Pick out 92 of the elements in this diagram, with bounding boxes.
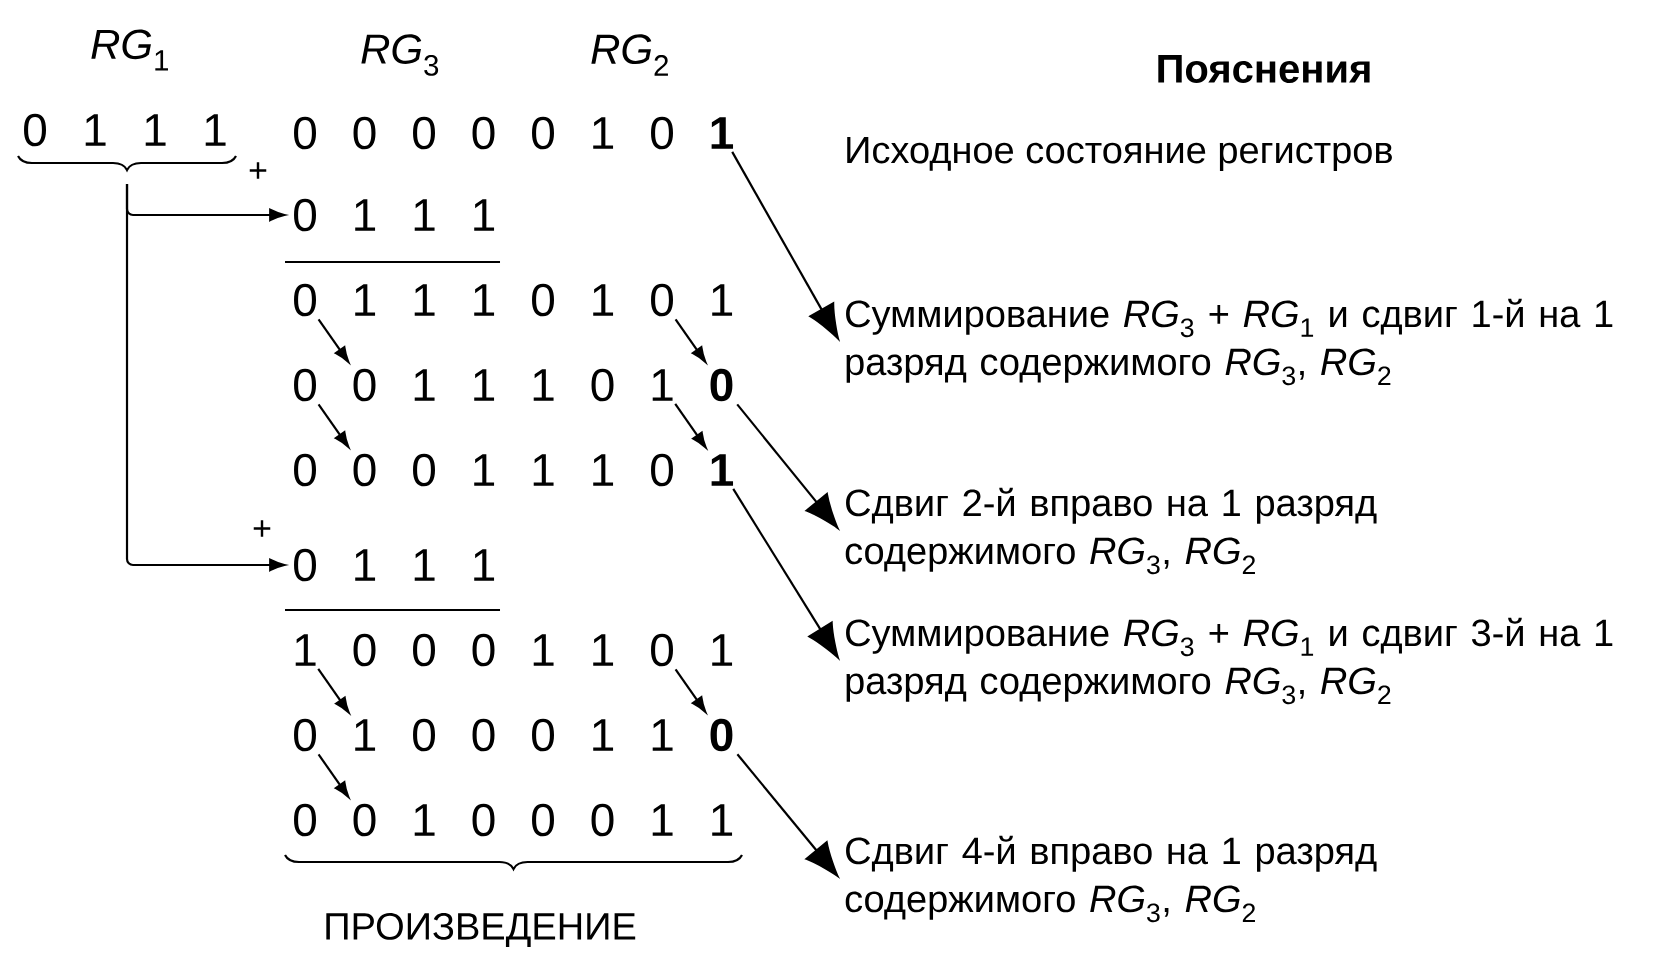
arrow (317, 753, 350, 798)
digit: 0 (532, 718, 554, 752)
explanation-text: Сдвиг 4-й вправо на 1 разряд содержимого RG$_{3}$, RG$_{2}$ (845, 835, 1377, 923)
digit: 1 (355, 719, 376, 751)
arrow (674, 403, 707, 449)
digit: 0 (710, 368, 733, 402)
digit: 1 (414, 549, 435, 581)
arrow (736, 403, 839, 529)
arrow (732, 488, 839, 659)
digit: 0 (591, 803, 614, 837)
digit: 1 (593, 634, 614, 666)
digit: 0 (651, 283, 673, 317)
digit: 0 (294, 116, 316, 150)
digit: 1 (652, 369, 673, 401)
digit: 0 (651, 633, 673, 667)
digit: 0 (413, 453, 435, 487)
digit: 1 (593, 454, 614, 486)
digit: 1 (711, 454, 734, 486)
digit: 1 (593, 719, 614, 751)
digit: 1 (474, 284, 495, 316)
digit: 0 (294, 453, 316, 487)
heading: Пояснения (1158, 55, 1370, 83)
label-text: RG$_{2}$ (591, 34, 668, 76)
digit: 1 (712, 284, 733, 316)
digit: 0 (294, 718, 316, 752)
digit: 0 (413, 116, 435, 150)
digit: 1 (355, 199, 376, 231)
digit: 0 (353, 453, 376, 487)
digit: 0 (294, 548, 316, 582)
digit: 0 (353, 633, 376, 667)
arrow (317, 403, 350, 448)
digit: 0 (294, 803, 316, 837)
digit: 1 (533, 454, 554, 486)
digit: 0 (472, 116, 495, 150)
digit: 1 (712, 804, 733, 836)
digit: 1 (593, 117, 614, 149)
digit: 1 (474, 369, 495, 401)
digit: 1 (355, 284, 376, 316)
digit: 0 (413, 718, 435, 752)
arrow (317, 318, 350, 363)
digit: 1 (652, 804, 673, 836)
label-text: Исходное состояние регистров (847, 137, 1392, 171)
digit: 1 (205, 114, 226, 146)
label-text: + (253, 520, 271, 537)
digit: 0 (353, 368, 376, 402)
digit: 1 (712, 634, 733, 666)
digit: 0 (294, 198, 316, 232)
label-text: + (249, 162, 267, 179)
digit: 1 (414, 804, 435, 836)
digit: 1 (474, 549, 495, 581)
arrow (674, 668, 707, 713)
digit: 1 (711, 117, 734, 149)
arrow (736, 753, 839, 877)
digit: 0 (651, 453, 673, 487)
arrow (674, 318, 707, 363)
explanation-text: Суммирование RG$_{3}$ + RG$_{1}$ и сдвиг 3-й на 1 разряд содержимого RG$_{3}$, RG$_{2}$ (846, 617, 1613, 705)
digit: 1 (533, 634, 554, 666)
digit: 1 (652, 719, 673, 751)
digit: 0 (532, 116, 554, 150)
digit: 1 (414, 284, 435, 316)
digit: 0 (294, 283, 316, 317)
arrow (317, 668, 350, 714)
arrow (731, 151, 839, 340)
digit: 1 (145, 114, 166, 146)
digit: 0 (532, 283, 554, 317)
label-text: RG$_{3}$ (361, 34, 439, 76)
explanation-text: Сдвиг 2-й вправо на 1 разряд содержимого RG$_{3}$, RG$_{2}$ (845, 487, 1377, 575)
digit: 0 (413, 633, 435, 667)
explanation-text: Суммирование RG$_{3}$ + RG$_{1}$ и сдвиг 1-й на 1 разряд содержимого RG$_{3}$, RG$_{2}$ (846, 298, 1613, 386)
digit: 1 (593, 284, 614, 316)
digit: 0 (472, 718, 495, 752)
digit: 1 (414, 199, 435, 231)
arrow (125, 184, 286, 572)
digit: 0 (353, 803, 376, 837)
digit: 0 (591, 368, 614, 402)
digit: 0 (651, 116, 673, 150)
digit: 1 (295, 634, 316, 666)
digit: 1 (474, 454, 495, 486)
digit: 1 (474, 199, 495, 231)
digit: 0 (353, 116, 376, 150)
digit: 1 (85, 114, 106, 146)
digit: 1 (355, 549, 376, 581)
digit: 0 (532, 803, 554, 837)
digit: 1 (533, 369, 554, 401)
digit: 1 (414, 369, 435, 401)
digit: 0 (710, 718, 733, 752)
digit: 0 (472, 633, 495, 667)
label-text: RG$_{1}$ (91, 29, 168, 71)
label-text: ПРОИЗВЕДЕНИЕ (326, 912, 636, 948)
digit: 0 (472, 803, 495, 837)
digit: 0 (24, 113, 46, 147)
digit: 0 (294, 368, 316, 402)
